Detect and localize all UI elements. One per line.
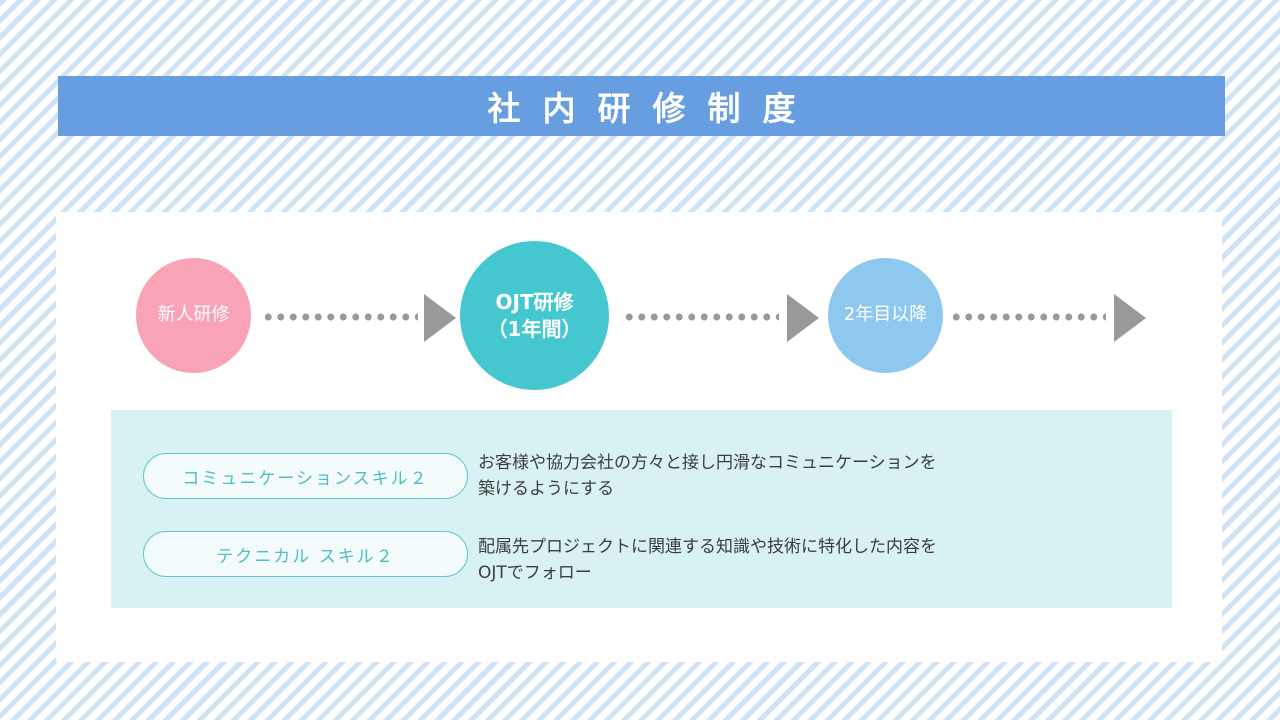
ojt-detail-box: コミュニケーションスキル２ お客様や協力会社の方々と接し円滑なコミュニケーション… <box>111 410 1172 608</box>
content-panel: 新人研修 OJT研修 （1年間） 2年目以降 コミュニケーションスキル２ お客様… <box>56 212 1222 662</box>
step-second-year-circle: 2年目以降 <box>828 258 943 373</box>
arrow-2-icon <box>787 294 819 342</box>
skill-desc-line: 築けるようにする <box>478 479 615 499</box>
skill-desc-line: お客様や協力会社の方々と接し円滑なコミュニケーションを <box>478 453 937 473</box>
skill-pill-communication: コミュニケーションスキル２ <box>143 453 468 499</box>
dotted-connector-2 <box>623 313 779 321</box>
step-ojt-circle: OJT研修 （1年間） <box>460 241 609 390</box>
page-title: 社内研修制度 <box>487 89 818 128</box>
title-bar: 社内研修制度 <box>58 76 1225 136</box>
arrow-1-icon <box>424 294 456 342</box>
dotted-connector-3 <box>950 313 1106 321</box>
arrow-3-icon <box>1114 294 1146 342</box>
skill-desc-communication: お客様や協力会社の方々と接し円滑なコミュニケーションを 築けるようにする <box>478 450 937 502</box>
dotted-connector-1 <box>262 313 418 321</box>
step-new-employee-label: 新人研修 <box>157 304 230 326</box>
skill-name: コミュニケーションスキル２ <box>182 468 429 489</box>
skill-pill-technical: テクニカル スキル２ <box>143 531 468 577</box>
step-new-employee-circle: 新人研修 <box>136 258 251 373</box>
skill-desc-technical: 配属先プロジェクトに関連する知識や技術に特化した内容を OJTでフォロー <box>478 534 937 586</box>
step-ojt-duration: （1年間） <box>487 316 582 341</box>
skill-desc-line: OJTでフォロー <box>478 563 592 583</box>
skill-name: テクニカル スキル２ <box>216 546 395 567</box>
step-second-year-label: 2年目以降 <box>843 304 928 326</box>
step-ojt-label: OJT研修 <box>495 289 574 314</box>
skill-desc-line: 配属先プロジェクトに関連する知識や技術に特化した内容を <box>478 537 937 557</box>
